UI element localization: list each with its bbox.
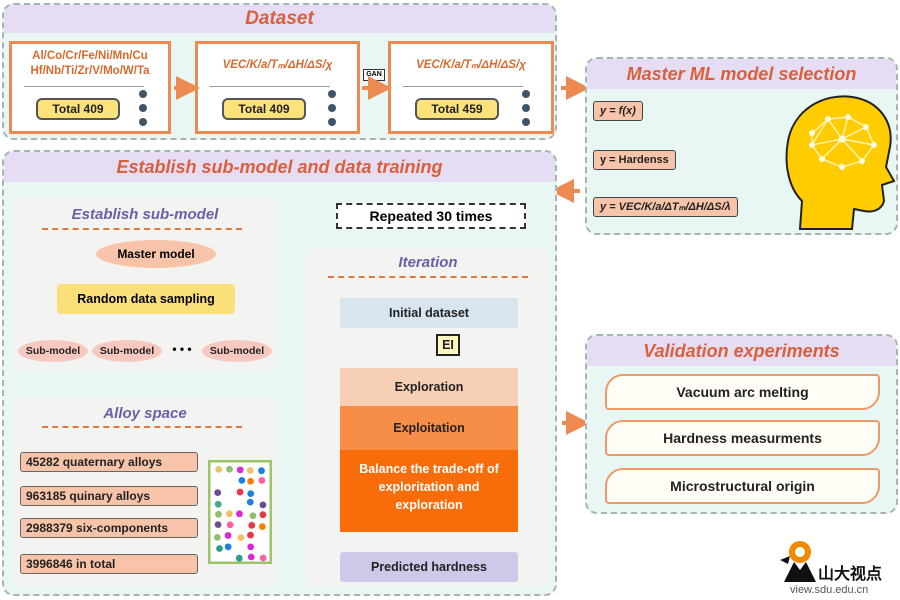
watermark-url: view.sdu.edu.cn — [790, 584, 869, 596]
alloy-dot — [235, 510, 243, 518]
iteration-box: Iteration Initial dataset EI Exploration… — [306, 248, 550, 588]
validation-step-1: Vacuum arc melting — [605, 374, 880, 410]
alloy-dot — [247, 490, 255, 498]
exploration-stage: Exploration — [340, 368, 518, 406]
alloy-dot — [236, 488, 244, 496]
watermark: 山大视点 view.sdu.edu.cn — [770, 538, 898, 598]
training-title: Establish sub-model and data training — [4, 152, 555, 182]
alloy-dot — [248, 521, 256, 529]
alloy-dot — [249, 512, 257, 520]
sub-model-node-1: Sub-model — [18, 340, 88, 362]
validation-title: Validation experiments — [587, 336, 896, 366]
ei-label: EI — [436, 334, 460, 356]
feature-vars-2: VEC/K/a/Tₘ/ΔH/ΔS/χ — [416, 59, 526, 71]
sub-model-title: Establish sub-model — [71, 206, 219, 223]
dataset-box-elements: Al/Co/Cr/Fe/Ni/Mn/Cu Hf/Nb/Ti/Zr/V/Mo/W/… — [9, 41, 171, 134]
alloy-count-1: 45282 quaternary alloys — [20, 452, 198, 472]
sub-model-box: Establish sub-model Master model Random … — [12, 198, 278, 370]
exploitation-stage: Exploitation — [340, 406, 518, 450]
alloy-dot — [247, 553, 255, 561]
alloy-dot — [247, 531, 254, 539]
element-list-line1: Al/Co/Cr/Fe/Ni/Mn/Cu — [32, 50, 148, 62]
master-model-panel: Master ML model selection y = f(x) y = H… — [585, 57, 898, 235]
alloy-dot — [247, 543, 255, 551]
master-model-title: Master ML model selection — [587, 59, 896, 89]
validation-step-3: Microstructural origin — [605, 468, 880, 504]
alloy-dot — [215, 465, 223, 473]
alloy-dot — [258, 477, 266, 484]
alloy-dot — [237, 534, 245, 542]
alloy-dot — [214, 521, 222, 529]
initial-dataset-node: Initial dataset — [340, 298, 518, 328]
alloy-dot — [246, 467, 254, 474]
ai-head-icon — [785, 95, 896, 230]
alloy-count-total: 3996846 in total — [20, 554, 198, 574]
training-panel: Establish sub-model and data training Re… — [2, 150, 557, 596]
sub-model-node-3: Sub-model — [202, 340, 272, 362]
alloy-dot — [259, 501, 267, 509]
alloy-dot — [214, 489, 222, 497]
dataset-panel: Dataset Al/Co/Cr/Fe/Ni/Mn/Cu Hf/Nb/Ti/Zr… — [2, 3, 557, 140]
total-badge-3: Total 459 — [415, 98, 499, 120]
sub-model-ellipsis: • • • — [172, 342, 192, 356]
repeated-label: Repeated 30 times — [336, 203, 526, 229]
watermark-logo-icon — [780, 541, 816, 582]
validation-panel: Validation experiments Vacuum arc meltin… — [585, 334, 898, 514]
alloy-count-3: 2988379 six-components — [20, 518, 198, 538]
equation-features: y = VEC/K/a/ΔTₘ/ΔH/ΔS/λ — [593, 197, 738, 217]
alloy-dot — [226, 465, 233, 473]
feature-vars-1: VEC/K/a/Tₘ/ΔH/ΔS/χ — [222, 59, 333, 71]
alloy-dot — [214, 500, 222, 508]
alloy-space-title: Alloy space — [103, 405, 187, 422]
dataset-title: Dataset — [4, 5, 555, 33]
equation-fx: y = f(x) — [593, 101, 643, 121]
alloy-dot — [259, 554, 267, 562]
alloy-dot — [235, 554, 243, 562]
alloy-dot — [258, 523, 266, 531]
balance-text: Balance the trade-off of exploritation a… — [359, 462, 499, 512]
balance-stage: Balance the trade-off of exploritation a… — [340, 450, 518, 532]
alloy-dots-icon — [208, 460, 272, 564]
alloy-dot — [238, 476, 246, 484]
iteration-title: Iteration — [398, 254, 458, 271]
alloy-dot — [213, 533, 221, 541]
alloy-dot — [259, 511, 267, 519]
total-badge-1: Total 409 — [36, 98, 120, 120]
dataset-box-features: VEC/K/a/Tₘ/ΔH/ΔS/χ Total 409 — [195, 41, 360, 134]
alloy-dot — [226, 521, 234, 529]
total-badge-2: Total 409 — [222, 98, 306, 120]
sub-model-node-2: Sub-model — [92, 340, 162, 362]
random-sampling-node: Random data sampling — [57, 284, 235, 314]
alloy-count-2: 963185 quinary alloys — [20, 486, 198, 506]
alloy-dot — [216, 545, 223, 552]
alloy-space-box: Alloy space 45282 quaternary alloys 9631… — [12, 398, 278, 588]
watermark-brand: 山大视点 — [818, 564, 883, 583]
validation-step-2: Hardness measurments — [605, 420, 880, 456]
alloy-dot — [247, 477, 254, 485]
alloy-dot — [236, 466, 244, 474]
alloy-dot — [246, 498, 254, 506]
alloy-dot — [258, 467, 265, 475]
alloy-dot — [215, 510, 222, 518]
predicted-hardness-node: Predicted hardness — [340, 552, 518, 582]
element-list-line2: Hf/Nb/Ti/Zr/V/Mo/W/Ta — [30, 65, 150, 77]
master-model-node: Master model — [96, 240, 216, 268]
alloy-dot — [224, 532, 232, 539]
equation-hardness: y = Hardenss — [593, 150, 676, 170]
alloy-dot — [225, 510, 233, 518]
alloy-dot — [224, 543, 232, 551]
